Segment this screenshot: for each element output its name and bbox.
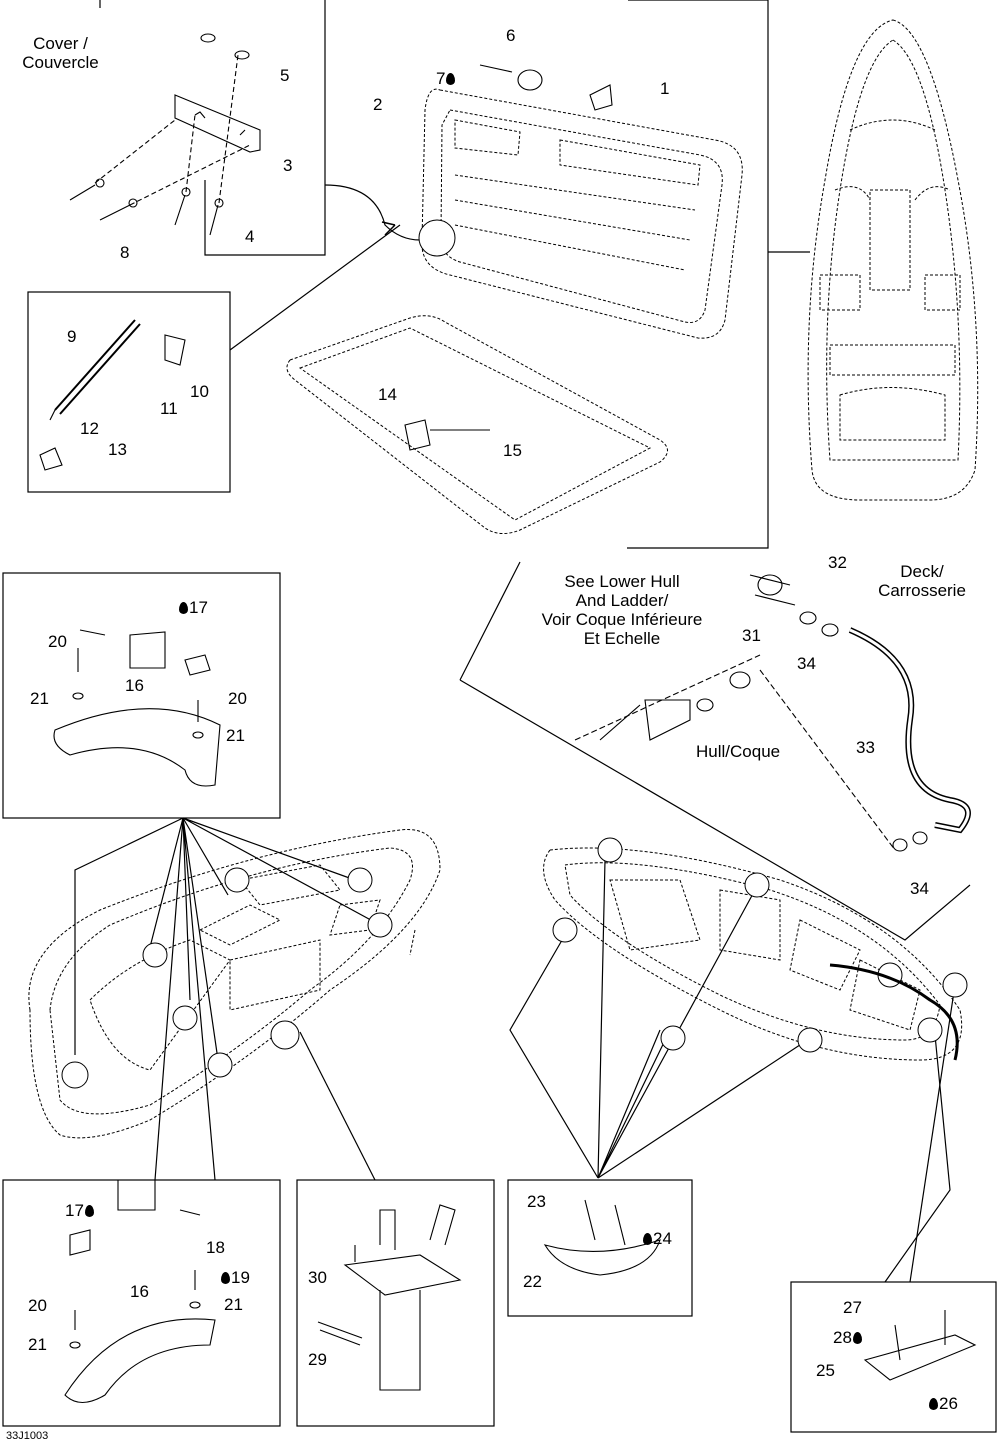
storage-cover-outline [421,88,743,339]
callout-21-rear-left: 21 [28,1335,47,1354]
pad-detail-box [790,1281,997,1433]
callout-16-front: 16 [125,676,144,695]
grab-handle-front-box [2,572,281,819]
callout-2: 2 [373,95,383,114]
callout-19-text: 19 [231,1268,250,1287]
callout-11: 11 [160,399,178,418]
callout-33: 33 [856,738,875,757]
figure-code: 33J1003 [6,1430,49,1442]
callout-31: 31 [742,626,761,645]
callout-20-front-left: 20 [48,632,67,651]
boat-left-perspective-outline [28,829,441,1139]
callout-26-text: 26 [939,1394,958,1413]
callout-6: 6 [506,26,516,45]
grab-handle-front-part [53,708,221,787]
see-lower-hull-text: See Lower Hull And Ladder/ Voir Coque In… [541,572,703,648]
adhesive-drop-icon [643,1233,652,1245]
callout-34-top: 34 [797,654,816,673]
callout-16-rear: 16 [130,1282,149,1301]
pad-part [863,1334,977,1381]
adhesive-drop-icon [84,1205,94,1217]
adhesive-drop-icon [179,602,188,614]
callout-21-front-right: 21 [226,726,245,745]
callout-17-rear: 17 [65,1202,95,1219]
cover-label: Cover / Couvercle [8,34,113,72]
callout-7: 7 [436,70,456,87]
callout-29: 29 [308,1350,327,1369]
hull-label: Hull/Coque [696,742,780,761]
boat-top-view-outline [807,19,979,501]
callout-9: 9 [67,327,77,346]
shifter-detail-box [296,1179,495,1427]
deck-label: Deck/ Carrosserie [862,562,982,600]
callout-25: 25 [816,1361,835,1380]
callout-8: 8 [120,243,130,262]
deck-label-text: Deck/ Carrosserie [878,562,966,600]
callout-7-text: 7 [436,69,446,88]
storage-tray-outline [286,315,668,534]
hull-label-text: Hull/Coque [696,742,781,761]
callout-17-front: 17 [178,599,208,616]
cover-detail-box [99,0,326,256]
adhesive-drop-icon [446,73,456,85]
thru-hull-fitting-part [599,699,691,741]
adhesive-drop-icon [221,1272,230,1284]
callout-21-front-left: 21 [30,689,49,708]
callout-17-rear-text: 17 [65,1201,84,1220]
callout-26: 26 [928,1395,958,1412]
callout-19: 19 [220,1269,250,1286]
callout-22: 22 [523,1272,542,1291]
storage-frame-lines [627,0,769,549]
callout-5: 5 [280,66,290,85]
callout-10: 10 [190,382,209,401]
callout-18: 18 [206,1238,225,1257]
callout-12: 12 [80,419,99,438]
callout-15: 15 [503,441,522,460]
callout-3: 3 [283,156,293,175]
callout-28-text: 28 [833,1328,852,1347]
shifter-part [343,1254,462,1391]
see-lower-hull-note: See Lower Hull And Ladder/ Voir Coque In… [517,572,727,648]
cleat-part [543,1239,661,1276]
callout-24-text: 24 [653,1229,672,1248]
adhesive-drop-icon [929,1398,938,1410]
gas-spring-part [54,319,141,415]
cleat-detail-box [507,1179,693,1317]
hinge-bracket-part [174,94,261,153]
callout-1: 1 [660,79,670,98]
callout-23: 23 [527,1192,546,1211]
boat-right-perspective-outline [543,847,963,1061]
cover-label-text: Cover / Couvercle [22,34,99,72]
callout-20-front-right: 20 [228,689,247,708]
adhesive-drop-icon [852,1332,862,1344]
gas-spring-detail-box [27,291,231,493]
callout-20-rear: 20 [28,1296,47,1315]
callout-27: 27 [843,1298,862,1317]
callout-32: 32 [828,553,847,572]
callout-17-front-text: 17 [189,598,208,617]
callout-28: 28 [833,1329,863,1346]
callout-30: 30 [308,1268,327,1287]
grab-handle-rear-part [64,1318,216,1404]
callout-24: 24 [642,1230,672,1247]
callout-21-rear-right: 21 [224,1295,243,1314]
callout-14: 14 [378,385,397,404]
callout-13: 13 [108,440,127,459]
callout-34-bottom: 34 [910,879,929,898]
callout-4: 4 [245,227,255,246]
